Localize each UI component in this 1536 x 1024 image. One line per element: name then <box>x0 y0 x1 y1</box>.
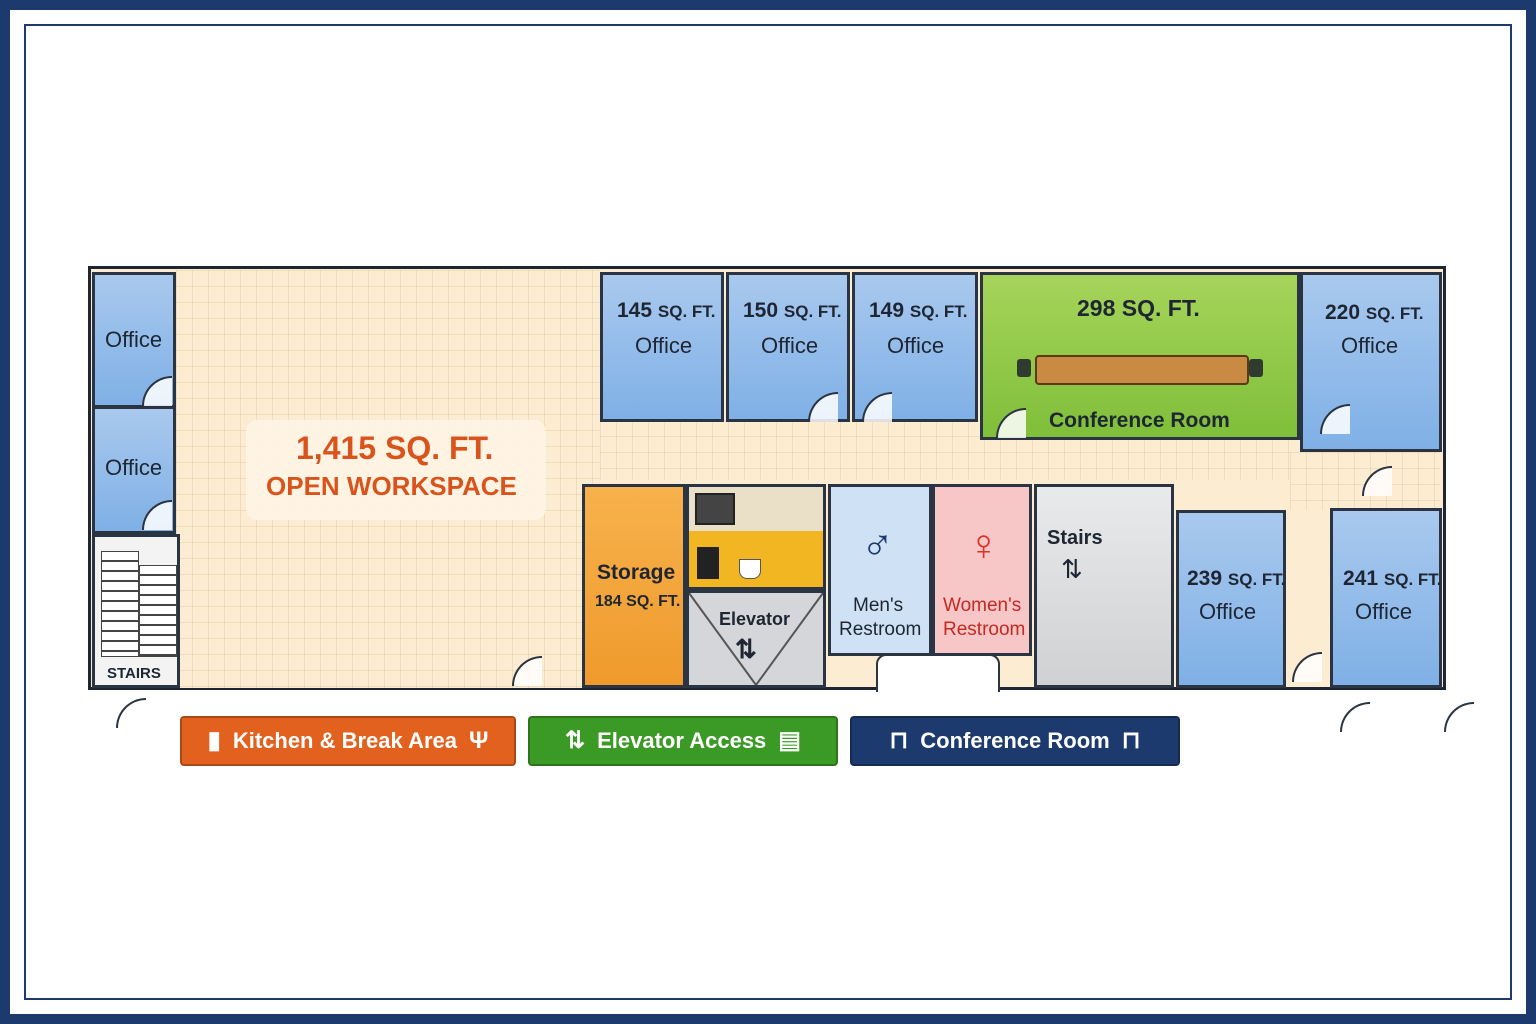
office-area: 149 <box>869 299 905 322</box>
office-label: Office <box>1341 333 1399 358</box>
conference-label: Conference Room <box>1049 409 1230 432</box>
legend-conference[interactable]: ⊓ Conference Room ⊓ <box>850 716 1180 766</box>
womens-restroom[interactable]: ♀ Women's Restroom <box>932 484 1032 656</box>
coffee-cup-icon <box>739 559 761 579</box>
elevator-diagonals <box>689 593 823 685</box>
woman-icon: ♀ <box>967 521 1000 570</box>
workspace-area: 1,415 SQ. FT. <box>296 430 494 466</box>
utensils-icon: Ψ <box>468 727 489 754</box>
man-icon: ♂ <box>861 521 894 570</box>
office-239[interactable]: 239 SQ. FT. Office <box>1176 510 1286 688</box>
mens-line2: Restroom <box>839 619 922 640</box>
legend-kitchen-label: Kitchen & Break Area <box>232 728 457 753</box>
legend-conference-label: Conference Room <box>920 728 1110 753</box>
legend-elevator-label: Elevator Access <box>597 728 767 753</box>
stairs-left[interactable]: STAIRS <box>92 534 180 688</box>
office-label: Office <box>105 455 163 480</box>
office-label: Office <box>761 333 819 358</box>
office-left-mid[interactable]: Office <box>92 406 176 534</box>
office-unit: SQ. FT. <box>1383 570 1442 589</box>
kitchen-break-area[interactable] <box>686 484 826 590</box>
womens-line2: Restroom <box>943 619 1026 640</box>
conference-table-icon <box>1017 349 1263 385</box>
corridor-east <box>1290 452 1440 510</box>
legend-kitchen[interactable]: ▮ Kitchen & Break Area Ψ <box>180 716 516 766</box>
elevator-car-icon: ▤ <box>778 727 801 754</box>
coffee-maker-icon <box>697 547 719 579</box>
door <box>1444 702 1474 732</box>
elevator[interactable]: Elevator ⇅ <box>686 590 826 688</box>
office-label: Office <box>635 333 693 358</box>
mens-line1: Men's <box>853 595 904 616</box>
storage-room[interactable]: Storage 184 SQ. FT. <box>582 484 686 688</box>
womens-line1: Women's <box>943 595 1022 616</box>
office-unit: SQ. FT. <box>657 302 716 321</box>
legend-elevator[interactable]: ⇅ Elevator Access ▤ <box>528 716 838 766</box>
kitchen-icon: ▮ <box>207 727 221 754</box>
office-area: 150 <box>743 299 779 322</box>
microwave-icon <box>695 493 735 525</box>
conference-table-icon: ⊓ <box>889 727 909 754</box>
stair-treads <box>101 551 139 657</box>
office-241[interactable]: 241 SQ. FT. Office <box>1330 508 1442 688</box>
elevator-label: Elevator <box>719 609 791 629</box>
stair-treads <box>139 565 177 657</box>
storage-label: Storage <box>597 561 676 584</box>
office-unit: SQ. FT. <box>783 302 842 321</box>
elevator-icon: ⇅ <box>565 727 586 754</box>
stairs-left-label: STAIRS <box>107 665 161 682</box>
office-area: 241 <box>1343 567 1379 590</box>
restroom-entry <box>876 654 1000 692</box>
door <box>116 698 146 728</box>
conference-area: 298 SQ. FT. <box>1077 295 1200 321</box>
office-area: 239 <box>1187 567 1223 590</box>
workspace-label: OPEN WORKSPACE <box>266 471 517 501</box>
office-label: Office <box>105 327 163 352</box>
conference-table-icon: ⊓ <box>1121 727 1141 754</box>
conference-room[interactable]: 298 SQ. FT. Conference Room <box>980 272 1300 440</box>
door <box>1340 702 1370 732</box>
office-label: Office <box>887 333 945 358</box>
stairs-arrows-icon: ⇅ <box>1061 554 1083 584</box>
stairs-right-label: Stairs <box>1047 527 1103 549</box>
office-unit: SQ. FT. <box>1227 570 1286 589</box>
office-unit: SQ. FT. <box>1365 304 1424 323</box>
office-area: 145 <box>617 299 653 322</box>
mens-restroom[interactable]: ♂ Men's Restroom <box>828 484 932 656</box>
storage-area: 184 SQ. FT. <box>595 593 681 610</box>
office-145[interactable]: 145 SQ. FT. Office <box>600 272 724 422</box>
office-area: 220 <box>1325 301 1361 324</box>
stairs-right[interactable]: Stairs ⇅ <box>1034 484 1174 688</box>
up-down-arrows-icon: ⇅ <box>735 634 757 664</box>
workspace-label-bg <box>246 420 546 520</box>
office-label: Office <box>1355 599 1413 624</box>
open-workspace[interactable]: 1,415 SQ. FT. OPEN WORKSPACE <box>176 270 600 688</box>
office-unit: SQ. FT. <box>909 302 968 321</box>
office-label: Office <box>1199 599 1257 624</box>
